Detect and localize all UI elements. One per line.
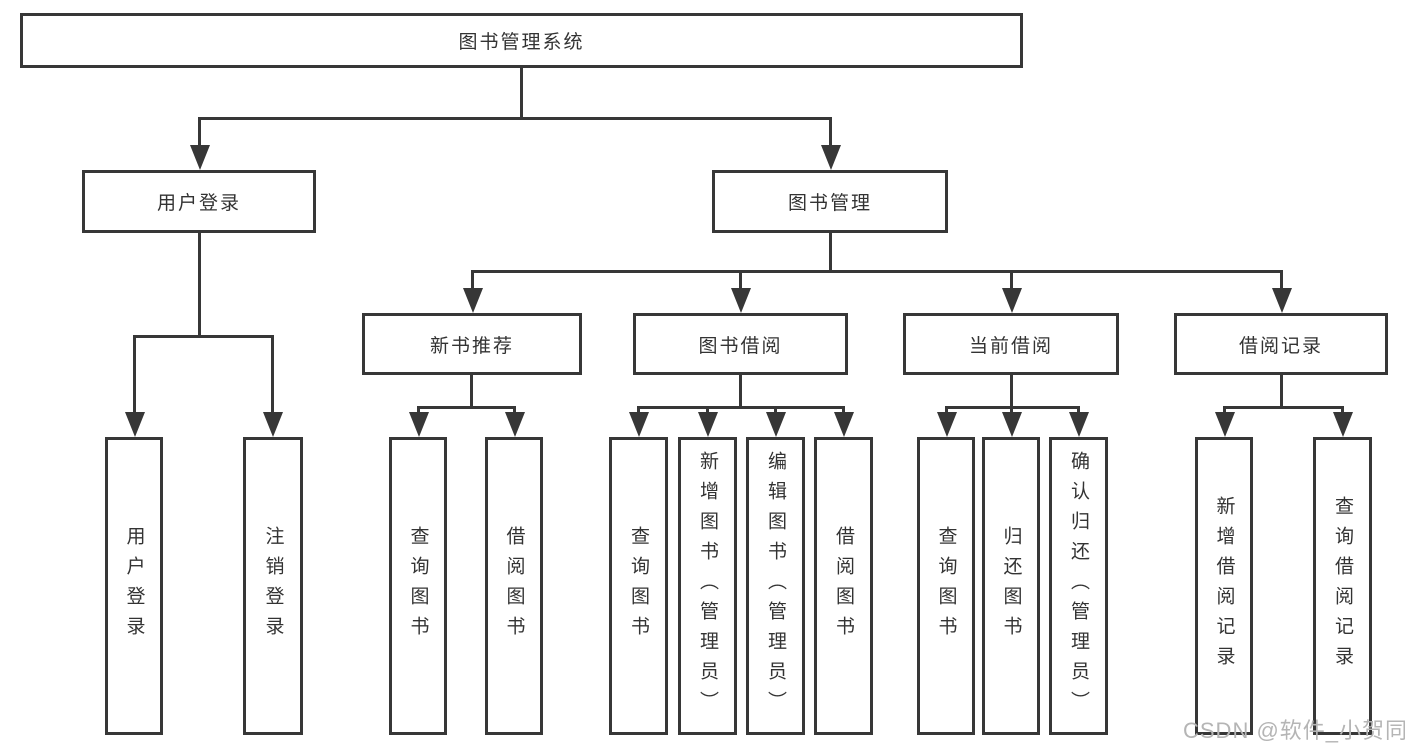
leaf-record-query: 查询借阅记录 [1313, 437, 1372, 735]
arrow-borrow-borrow [833, 406, 854, 437]
leaf-record-add-label: 新增借阅记录 [1213, 496, 1235, 676]
node-user-login-label: 用户登录 [156, 193, 241, 214]
node-book-borrow-label: 图书借阅 [698, 335, 783, 357]
connector-user-login-bar [133, 335, 274, 338]
node-borrow-record-label: 借阅记录 [1238, 335, 1323, 357]
leaf-rec-borrow-book-label: 借阅图书 [503, 526, 525, 646]
connector-book-borrow-stem [739, 375, 742, 409]
arrow-record-query [1332, 406, 1353, 437]
leaf-current-query-book: 查询图书 [917, 437, 975, 735]
connector-root-stem [520, 68, 523, 119]
node-current-borrow-label: 当前借阅 [968, 335, 1053, 357]
leaf-current-confirm-return-label: 确认归还（管理员） [1068, 451, 1089, 721]
leaf-rec-borrow-book: 借阅图书 [485, 437, 543, 735]
leaf-record-query-label: 查询借阅记录 [1332, 496, 1353, 676]
arrow-borrow-query [628, 406, 649, 437]
node-borrow-record: 借阅记录 [1174, 313, 1388, 375]
connector-user-login-stem [198, 233, 201, 337]
leaf-borrow-borrow-book: 借阅图书 [814, 437, 873, 735]
leaf-current-query-book-label: 查询图书 [935, 526, 957, 646]
connector-book-mgmt-stem [829, 233, 832, 273]
node-library-system: 图书管理系统 [20, 13, 1023, 68]
leaf-borrow-add-book: 新增图书（管理员） [678, 437, 737, 735]
leaf-borrow-add-book-label: 新增图书（管理员） [697, 451, 718, 721]
arrow-current-confirm [1068, 406, 1089, 437]
arrow-to-book-mgmt [820, 117, 841, 170]
leaf-rec-query-book: 查询图书 [389, 437, 447, 735]
leaf-record-add: 新增借阅记录 [1195, 437, 1253, 735]
arrow-to-leaf-login [124, 335, 145, 437]
arrow-current-query [936, 406, 957, 437]
node-user-login: 用户登录 [82, 170, 316, 233]
arrow-current-return [1001, 406, 1022, 437]
arrow-borrow-edit [765, 406, 786, 437]
arrow-to-new-book-rec [462, 270, 483, 313]
node-book-mgmt-label: 图书管理 [787, 193, 872, 214]
connector-borrow-record-bar [1223, 406, 1344, 409]
connector-new-book-rec-bar [417, 406, 516, 409]
arrow-to-current-borrow [1001, 270, 1022, 313]
connector-root-bar [198, 117, 832, 120]
leaf-current-return-book: 归还图书 [982, 437, 1040, 735]
arrow-to-leaf-logout [262, 335, 283, 437]
leaf-borrow-edit-book-label: 编辑图书（管理员） [765, 451, 786, 721]
arrow-record-add [1214, 406, 1235, 437]
arrow-rec-borrow [504, 406, 525, 437]
leaf-user-login-label: 用户登录 [123, 526, 145, 646]
node-new-book-rec: 新书推荐 [362, 313, 582, 375]
connector-current-borrow-stem [1010, 375, 1013, 409]
leaf-borrow-query-book: 查询图书 [609, 437, 668, 735]
connector-new-book-rec-stem [470, 375, 473, 409]
leaf-borrow-edit-book: 编辑图书（管理员） [746, 437, 805, 735]
connector-book-borrow-bar [637, 406, 845, 409]
leaf-borrow-borrow-book-label: 借阅图书 [833, 526, 854, 646]
node-current-borrow: 当前借阅 [903, 313, 1119, 375]
leaf-borrow-query-book-label: 查询图书 [628, 526, 649, 646]
node-library-system-label: 图书管理系统 [458, 32, 585, 53]
connector-borrow-record-stem [1280, 375, 1283, 409]
leaf-logout: 注销登录 [243, 437, 303, 735]
node-new-book-rec-label: 新书推荐 [429, 335, 514, 357]
arrow-rec-query [408, 406, 429, 437]
leaf-current-confirm-return: 确认归还（管理员） [1049, 437, 1108, 735]
node-book-mgmt: 图书管理 [712, 170, 948, 233]
leaf-current-return-book-label: 归还图书 [1000, 526, 1022, 646]
node-book-borrow: 图书借阅 [633, 313, 848, 375]
csdn-watermark: CSDN @软件_小贺同学 [1183, 718, 1405, 743]
arrow-to-user-login [189, 117, 210, 170]
connector-book-mgmt-bar [471, 270, 1282, 273]
leaf-logout-label: 注销登录 [262, 526, 284, 646]
leaf-rec-query-book-label: 查询图书 [407, 526, 429, 646]
leaf-user-login: 用户登录 [105, 437, 163, 735]
arrow-to-borrow-record [1271, 270, 1292, 313]
arrow-borrow-add [697, 406, 718, 437]
arrow-to-book-borrow [730, 270, 751, 313]
